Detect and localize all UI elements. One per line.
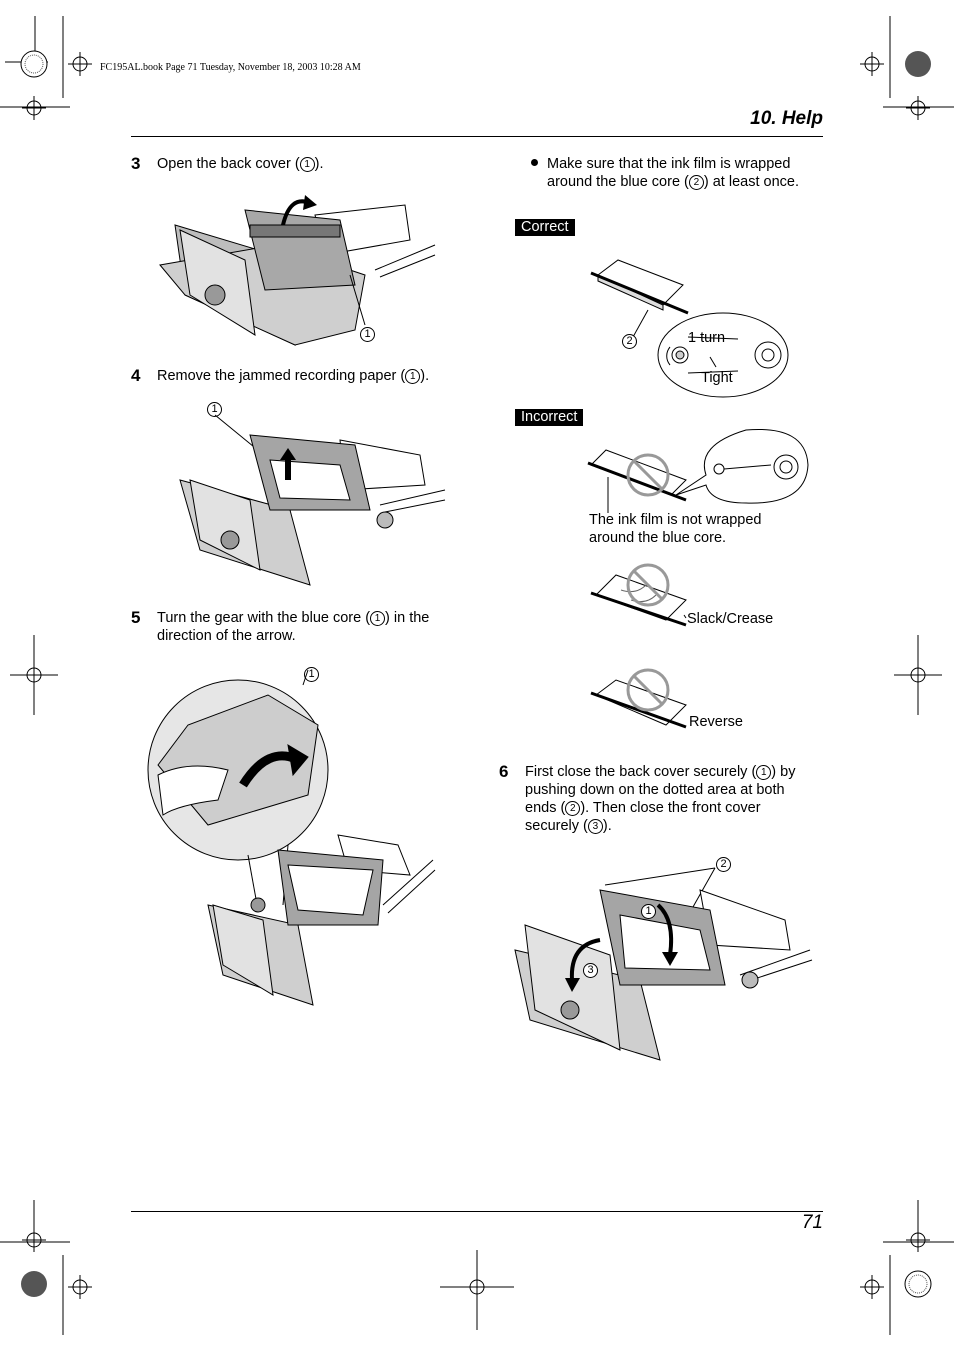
step-4-number: 4 bbox=[131, 366, 141, 385]
one-turn-label: 1 turn bbox=[688, 330, 726, 346]
ref-circle: 3 bbox=[587, 819, 603, 834]
incorrect-tag: Incorrect bbox=[515, 409, 584, 426]
ref-circle: 2 bbox=[565, 801, 581, 816]
step-6-text: First close the back cover securely (1) … bbox=[525, 764, 796, 834]
step-5-text: Turn the gear with the blue core (1) in … bbox=[157, 610, 430, 644]
ref-circle: 2 bbox=[688, 175, 704, 190]
section-title: 10. Help bbox=[750, 108, 823, 129]
callout-2: 2 bbox=[622, 334, 637, 349]
ref-circle: 1 bbox=[370, 611, 386, 626]
callout-1: 1 bbox=[207, 402, 222, 417]
callout-1: 1 bbox=[641, 904, 656, 919]
step-4-text: Remove the jammed recording paper (1). bbox=[157, 368, 430, 384]
incorrect-caption: The ink film is not wrapped around the b… bbox=[589, 512, 762, 546]
step-3-number: 3 bbox=[131, 154, 141, 173]
callout-1: 1 bbox=[360, 327, 375, 342]
tight-label: Tight bbox=[701, 370, 733, 386]
ref-circle: 1 bbox=[299, 157, 315, 172]
footer-rule bbox=[131, 1211, 823, 1212]
bullet-text: Make sure that the ink film is wrapped a… bbox=[547, 156, 799, 190]
step-3-text: Open the back cover (1). bbox=[157, 156, 324, 172]
slack-crease-label: Slack/Crease bbox=[687, 611, 774, 627]
print-info: FC195AL.book Page 71 Tuesday, November 1… bbox=[100, 62, 361, 73]
step-6-number: 6 bbox=[499, 762, 509, 781]
page-number: 71 bbox=[801, 1212, 823, 1233]
reverse-label: Reverse bbox=[689, 714, 743, 730]
ref-circle: 1 bbox=[756, 765, 772, 780]
step-5-number: 5 bbox=[131, 608, 141, 627]
bullet-icon bbox=[531, 159, 538, 166]
callout-2: 2 bbox=[716, 857, 731, 872]
ref-circle: 1 bbox=[405, 369, 421, 384]
callout-3: 3 bbox=[583, 963, 598, 978]
correct-tag: Correct bbox=[515, 219, 575, 236]
header-rule bbox=[131, 136, 823, 137]
